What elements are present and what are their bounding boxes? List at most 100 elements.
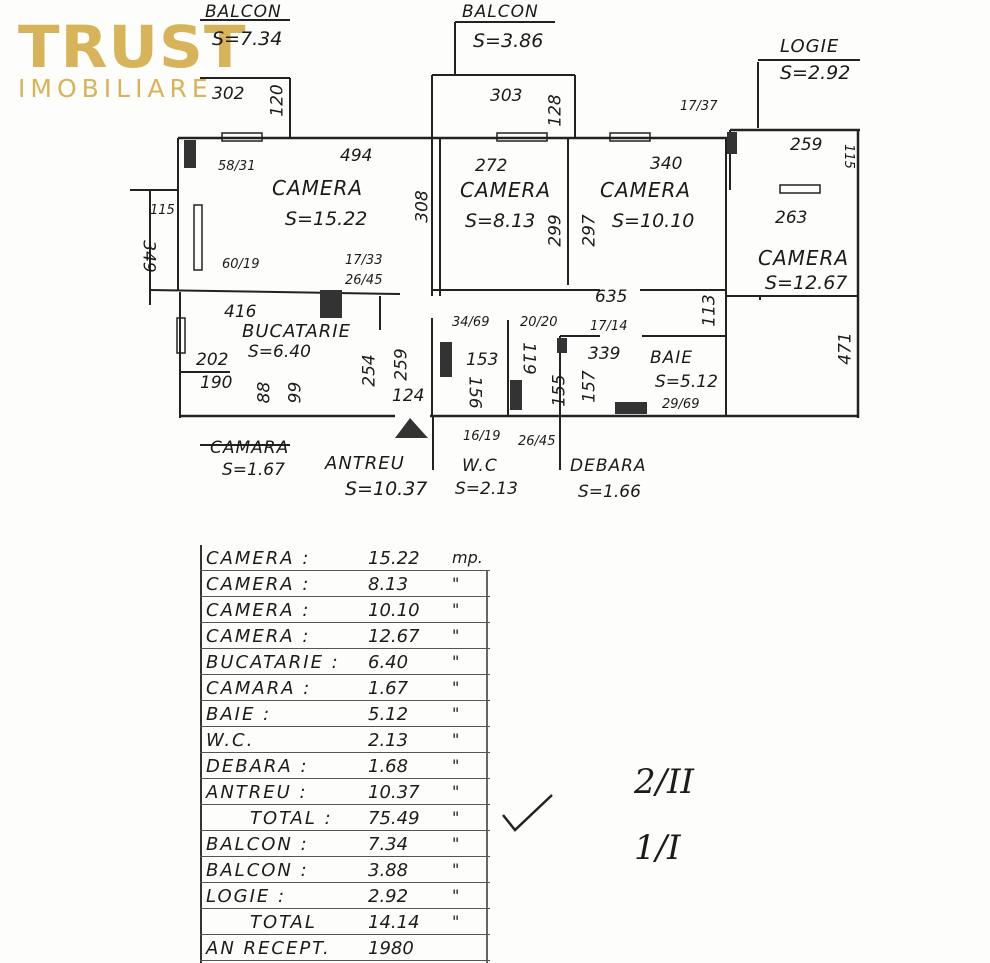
dim-label: 308 xyxy=(412,190,433,223)
row-unit: " xyxy=(452,860,460,879)
dim-label: 26/45 xyxy=(345,273,383,288)
dim-label: 190 xyxy=(200,373,233,393)
row-unit: " xyxy=(452,834,460,853)
row-unit: " xyxy=(452,678,460,697)
wc-area: S=2.13 xyxy=(455,479,518,499)
logo-subtitle: IMOBILIARE xyxy=(18,74,213,103)
camara-label: CAMARA xyxy=(210,438,290,458)
dim-label: 254 xyxy=(359,354,380,387)
table-row: W.C. 2.13 " xyxy=(200,727,490,753)
dim-label: 155 xyxy=(549,374,570,407)
row-value: 12.67 xyxy=(368,626,420,647)
dim-label: 58/31 xyxy=(218,159,256,174)
row-value: 75.49 xyxy=(368,808,420,829)
row-name: ANTREU : xyxy=(206,782,308,803)
table-row: CAMARA :1.67" xyxy=(200,675,490,701)
row-value: 2.13 xyxy=(368,730,409,751)
row-name: TOTAL xyxy=(250,912,317,933)
row-unit: " xyxy=(452,782,460,801)
dim-label: 17/33 xyxy=(345,253,383,268)
trust-imobiliare-logo: TRUST IMOBILIARE xyxy=(18,18,246,103)
balcon-2-label: BALCON xyxy=(462,2,539,22)
table-row: BAIE :5.12" xyxy=(200,701,490,727)
row-name: W.C. xyxy=(206,730,255,751)
dim-label: 115 xyxy=(150,203,175,218)
camera-2-label: CAMERA xyxy=(460,178,552,202)
row-value: 14.14 xyxy=(368,912,420,933)
dim-label: 128 xyxy=(545,94,566,127)
dim-label: 259 xyxy=(790,135,823,155)
antreu-area: S=10.37 xyxy=(345,478,428,500)
dim-label: 20/20 xyxy=(520,315,558,330)
camera-2-area: S=8.13 xyxy=(465,210,536,232)
table-row: CAMERA : 15.22 mp. xyxy=(200,545,490,571)
row-name: DEBARA : xyxy=(206,756,309,777)
row-value: 3.88 xyxy=(368,860,409,881)
dim-label: 635 xyxy=(595,287,628,307)
dim-label: 16/19 xyxy=(463,429,501,444)
dim-label: 349 xyxy=(138,240,159,273)
table-row: DEBARA :1.68" xyxy=(200,753,490,779)
dim-label: 263 xyxy=(775,208,808,228)
bucatarie-label: BUCATARIE xyxy=(242,321,351,342)
dim-label: 17/14 xyxy=(590,319,628,334)
row-unit: " xyxy=(452,912,460,931)
row-name: CAMERA : xyxy=(206,600,311,621)
balcon-1-label: BALCON xyxy=(205,2,282,22)
camera-1-area: S=15.22 xyxy=(285,208,368,230)
row-value: 1.68 xyxy=(368,756,409,777)
antreu-label: ANTREU xyxy=(325,453,405,474)
table-row: BALCON : 3.88 " xyxy=(200,857,490,883)
dim-label: 339 xyxy=(588,344,621,364)
dim-label: 302 xyxy=(212,84,245,104)
row-value: 6.40 xyxy=(368,652,409,673)
row-name: BALCON : xyxy=(206,860,309,881)
row-value: 5.12 xyxy=(368,704,409,725)
row-name: CAMERA : xyxy=(206,574,311,595)
note-line-1: 2/II xyxy=(634,762,694,802)
balcon-1-area: S=7.34 xyxy=(212,28,283,50)
row-value: 7.34 xyxy=(368,834,409,855)
logie-label: LOGIE xyxy=(780,36,840,57)
table-row: AN RECEPT.1980 xyxy=(200,935,490,961)
table-row: TOTAL : 75.49 " xyxy=(200,805,490,831)
camara-area: S=1.67 xyxy=(222,460,285,480)
row-unit: " xyxy=(452,730,460,749)
balcon-2-area: S=3.86 xyxy=(473,30,544,52)
table-left-border xyxy=(200,545,202,963)
dim-label: 272 xyxy=(475,156,508,176)
row-name: BAIE : xyxy=(206,704,272,725)
baie-area: S=5.12 xyxy=(655,372,718,392)
table-row: CAMERA :12.67" xyxy=(200,623,490,649)
camera-1-label: CAMERA xyxy=(272,176,364,200)
row-unit: " xyxy=(452,600,460,619)
row-value: 8.13 xyxy=(368,574,409,595)
debara-label: DEBARA xyxy=(570,456,647,476)
row-unit: mp. xyxy=(452,548,483,567)
dim-label: 416 xyxy=(224,302,257,322)
row-name: CAMERA : xyxy=(206,548,311,569)
dim-label: 124 xyxy=(392,386,425,406)
table-right-border xyxy=(486,570,488,963)
debara-area: S=1.66 xyxy=(578,482,641,502)
dim-label: 119 xyxy=(518,342,539,375)
camera-3-label: CAMERA xyxy=(600,178,692,202)
dim-label: 153 xyxy=(466,350,499,370)
dim-label: 259 xyxy=(391,348,412,381)
dim-label: 471 xyxy=(835,332,856,365)
row-name: TOTAL : xyxy=(250,808,333,829)
table-row: LOGIE :2.92" xyxy=(200,883,490,909)
table-row: TOTAL 14.14 " xyxy=(200,909,490,935)
dim-label: 88 xyxy=(254,381,275,404)
bucatarie-area: S=6.40 xyxy=(248,342,311,362)
dim-label: 157 xyxy=(579,370,600,403)
dim-label: 202 xyxy=(196,350,229,370)
camera-3-area: S=10.10 xyxy=(612,210,695,232)
row-name: CAMARA : xyxy=(206,678,312,699)
row-value: 15.22 xyxy=(368,548,420,569)
table-row: BALCON :7.34" xyxy=(200,831,490,857)
row-unit: " xyxy=(452,808,460,827)
row-unit: " xyxy=(452,574,460,593)
dim-label: 17/37 xyxy=(680,99,718,114)
